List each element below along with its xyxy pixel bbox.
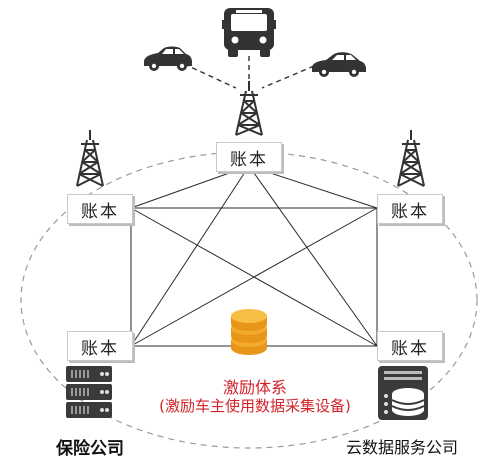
link-car-right: [261, 65, 315, 89]
bus-icon: [222, 8, 276, 57]
ledger-label: 账本: [81, 201, 119, 222]
tower-icon: [76, 130, 104, 187]
incentive-description: (激励车主使用数据采集设备): [159, 397, 351, 415]
ledger-label: 账本: [391, 338, 429, 359]
tower-icon: [235, 81, 263, 136]
link-car-left: [183, 63, 237, 89]
car-icon: [144, 46, 192, 71]
database-server-icon: [378, 366, 428, 420]
ledger-box-left-lower: 账本: [67, 331, 133, 361]
ledger-box-right-upper: 账本: [377, 194, 443, 224]
incentive-title: 激励体系: [222, 378, 287, 397]
ledger-label: 账本: [391, 201, 429, 222]
insurer-label: 保险公司: [56, 439, 124, 459]
coin-stack-icon: [231, 309, 267, 355]
ledger-label: 账本: [81, 338, 119, 359]
ledger-box-top: 账本: [216, 142, 282, 172]
car-icon: [312, 52, 366, 77]
tower-icon: [397, 130, 425, 187]
ledger-mesh: [130, 165, 378, 347]
ledger-box-right-lower: 账本: [377, 331, 443, 361]
server-rack-icon: [66, 366, 112, 418]
cloud-provider-label: 云数据服务公司: [345, 438, 458, 457]
ledger-label: 账本: [230, 149, 268, 170]
ledger-box-left-upper: 账本: [67, 194, 133, 224]
